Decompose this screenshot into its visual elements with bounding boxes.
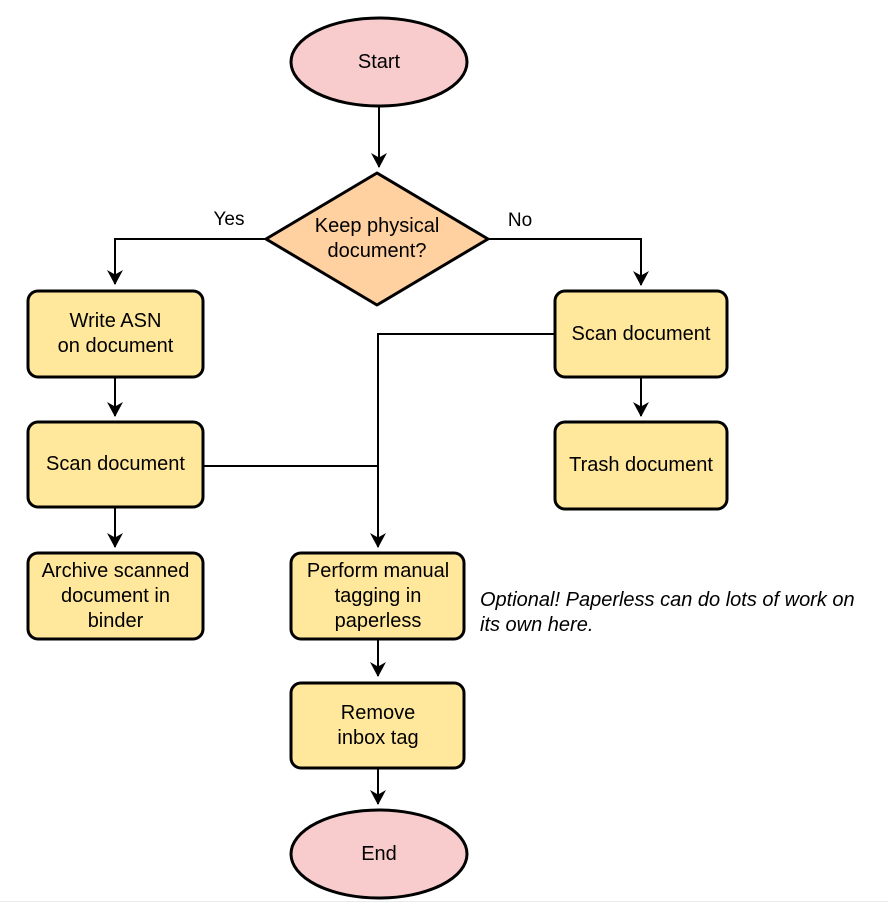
scan-right-shape xyxy=(553,289,729,379)
edge-decision-scan-right xyxy=(488,238,649,286)
bottom-rule xyxy=(0,901,888,902)
tagging-shape xyxy=(289,551,466,641)
scan-left-shape xyxy=(26,420,205,509)
start-terminal-shape xyxy=(289,16,469,108)
edge-decision-write-asn xyxy=(107,238,266,285)
decision-diamond-shape xyxy=(264,171,490,307)
write-asn-shape xyxy=(26,289,205,379)
shapes-layer xyxy=(26,16,729,900)
optional-note: Optional! Paperless can do lots of work … xyxy=(480,589,855,636)
trash-shape xyxy=(553,420,729,511)
edge-label-no: No xyxy=(507,210,533,231)
edge-label-yes: Yes xyxy=(213,209,245,230)
archive-shape xyxy=(26,551,205,641)
edge-scan-right-tagging xyxy=(370,333,555,548)
edges-layer xyxy=(107,106,649,805)
end-terminal-shape xyxy=(289,808,469,900)
remove-inbox-shape xyxy=(289,681,466,770)
